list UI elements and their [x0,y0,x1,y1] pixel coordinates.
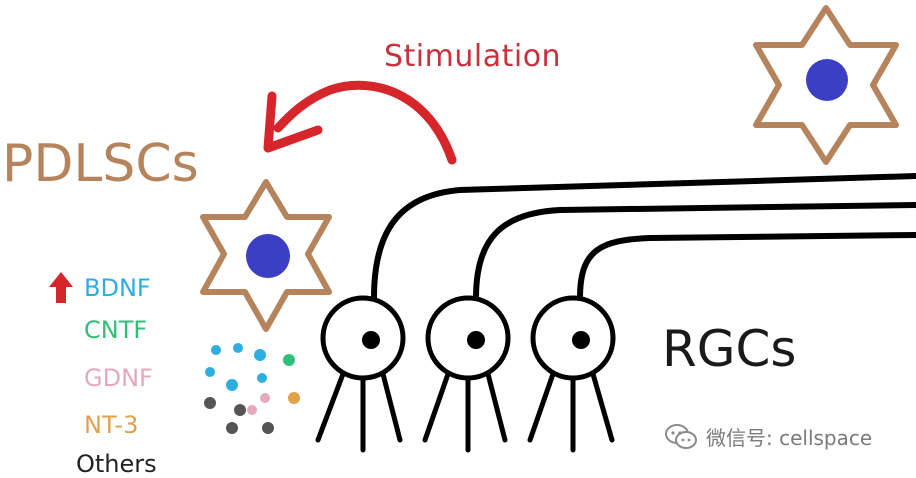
pdlscs-label: PDLSCs [2,134,199,194]
rgc-neuron-1 [315,295,406,453]
star-outline [753,5,899,165]
watermark-text: 微信号: cellspace [706,426,873,450]
factor-gdnf: GDNF [84,364,153,392]
star-outline [200,179,332,332]
factor-nt3: NT-3 [84,411,139,439]
factor-bdnf: BDNF [84,274,151,302]
watermark: 微信号: cellspace [664,422,872,451]
up-arrow-icon [49,272,73,303]
star-cell-pdlsc [200,179,332,332]
factor-others: Others [76,450,157,478]
wechat-icon [665,423,697,449]
nucleus [246,234,290,278]
secreted-factor-dots [204,343,300,434]
rgc-neuron-2 [422,295,511,453]
rgc-neuron-3 [527,295,616,453]
star-cell-top-right [753,5,899,165]
stimulation-label: Stimulation [384,39,562,74]
stimulation-arrow [263,80,457,165]
factor-cntf: CNTF [84,316,148,344]
nucleus [806,59,848,101]
rgcs-label: RGCs [662,320,797,378]
axons [371,173,916,301]
